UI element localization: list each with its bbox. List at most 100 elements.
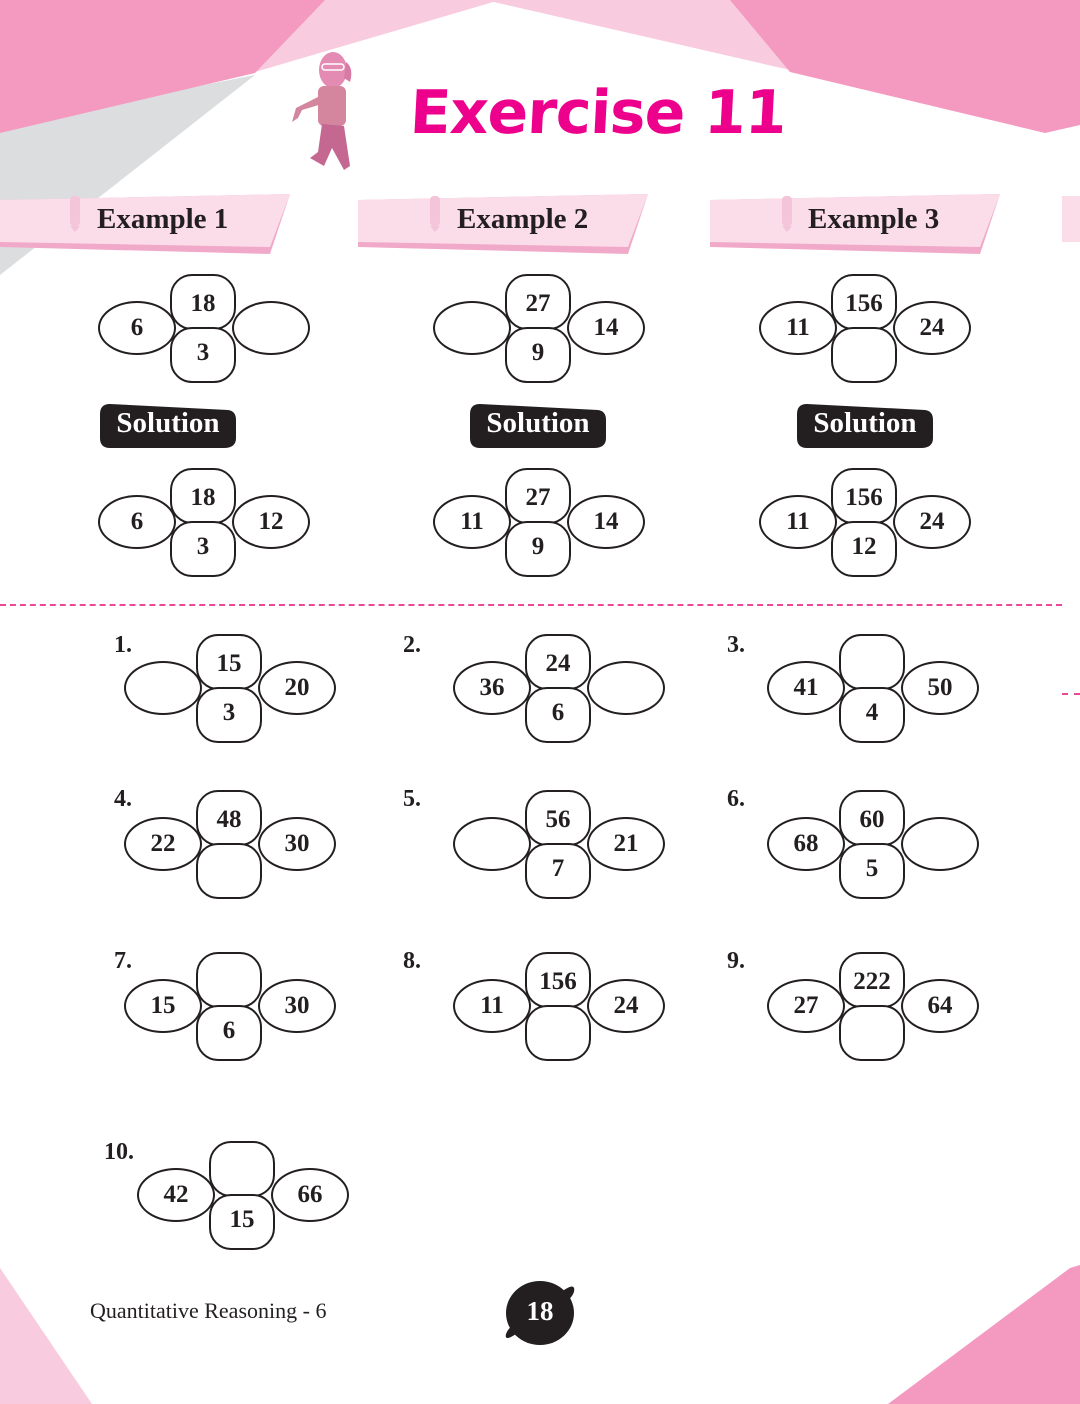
petal-top-input[interactable]	[839, 634, 905, 690]
petal-left: 27	[767, 979, 845, 1033]
petal-top-input[interactable]	[209, 1141, 275, 1197]
right-edge-banner-stub	[1062, 196, 1080, 242]
top-right-light-pink-shape	[485, 0, 790, 70]
petal-left: 22	[124, 817, 202, 871]
example-3-banner: Example 3	[710, 192, 1002, 254]
petal-top: 24	[525, 634, 591, 690]
badge-shape	[100, 404, 236, 448]
pencil-mascot-icon	[70, 196, 80, 232]
question-6-number: 6.	[727, 786, 745, 812]
badge-shape	[470, 404, 606, 448]
question-9-diagram: 27 64 222	[767, 952, 983, 1064]
question-4-diagram: 22 30 48	[124, 790, 340, 902]
petal-top: 56	[525, 790, 591, 846]
petal-bottom-input[interactable]	[196, 843, 262, 899]
petal-left: 6	[98, 301, 176, 355]
petal-right: 50	[901, 661, 979, 715]
question-7-diagram: 15 30 6	[124, 952, 340, 1064]
top-right-deep-pink-shape	[730, 0, 1080, 133]
question-3-number: 3.	[727, 632, 745, 658]
petal-right: 30	[258, 817, 336, 871]
question-6-diagram: 68 60 5	[767, 790, 983, 902]
petal-right	[232, 301, 310, 355]
petal-bottom: 3	[196, 687, 262, 743]
example-2-label: Example 2	[457, 203, 589, 235]
question-10-number: 10.	[104, 1139, 134, 1165]
petal-right: 24	[587, 979, 665, 1033]
petal-bottom: 6	[196, 1005, 262, 1061]
example-3-label: Example 3	[808, 203, 940, 235]
petal-bottom: 3	[170, 521, 236, 577]
petal-left-input[interactable]	[124, 661, 202, 715]
petal-left	[433, 301, 511, 355]
petal-bottom-input[interactable]	[839, 1005, 905, 1061]
example-2-problem-diagram: 14 27 9	[433, 274, 649, 386]
corner-light-pink-shape	[255, 0, 500, 72]
section-divider-stub	[1062, 693, 1080, 695]
petal-right: 20	[258, 661, 336, 715]
petal-bottom: 6	[525, 687, 591, 743]
petal-top: 27	[505, 468, 571, 524]
petal-top: 18	[170, 274, 236, 330]
page-number-badge: 18	[498, 1280, 582, 1346]
petal-right-input[interactable]	[587, 661, 665, 715]
petal-bottom: 7	[525, 843, 591, 899]
bottom-right-pink-triangle	[888, 1265, 1080, 1404]
pencil-mascot-icon	[430, 196, 440, 232]
petal-right: 14	[567, 301, 645, 355]
petal-top: 156	[831, 274, 897, 330]
petal-right: 21	[587, 817, 665, 871]
petal-bottom	[831, 327, 897, 383]
question-2-number: 2.	[403, 632, 421, 658]
petal-left: 11	[453, 979, 531, 1033]
question-2-diagram: 36 24 6	[453, 634, 669, 746]
petal-top: 27	[505, 274, 571, 330]
petal-bottom: 9	[505, 327, 571, 383]
petal-right: 30	[258, 979, 336, 1033]
bottom-left-pink-triangle	[0, 1268, 92, 1404]
petal-bottom: 3	[170, 327, 236, 383]
petal-left: 11	[759, 495, 837, 549]
section-divider	[0, 604, 1062, 606]
example-2-solution-badge: Solution	[468, 402, 608, 448]
question-8-number: 8.	[403, 948, 421, 974]
petal-left: 36	[453, 661, 531, 715]
footer-book-title: Quantitative Reasoning - 6	[90, 1298, 327, 1323]
example-3-solution-diagram: 11 24 156 12	[759, 468, 975, 580]
example-2-solution-diagram: 11 14 27 9	[433, 468, 649, 580]
petal-left: 42	[137, 1168, 215, 1222]
petal-bottom: 5	[839, 843, 905, 899]
petal-right-input[interactable]	[901, 817, 979, 871]
solution-label: Solution	[486, 407, 590, 439]
question-7-number: 7.	[114, 948, 132, 974]
petal-left: 41	[767, 661, 845, 715]
petal-left-input[interactable]	[453, 817, 531, 871]
petal-bottom: 4	[839, 687, 905, 743]
petal-top: 156	[525, 952, 591, 1008]
question-5-number: 5.	[403, 786, 421, 812]
page-number-blob-shape	[505, 1281, 575, 1345]
question-5-diagram: 21 56 7	[453, 790, 669, 902]
petal-right: 24	[893, 495, 971, 549]
petal-bottom: 15	[209, 1194, 275, 1250]
petal-left: 6	[98, 495, 176, 549]
example-1-banner: Example 1	[0, 192, 292, 254]
example-3-problem-diagram: 11 24 156	[759, 274, 975, 386]
petal-right: 24	[893, 301, 971, 355]
example-1-problem-diagram: 6 18 3	[98, 274, 314, 386]
page-number: 18	[526, 1296, 554, 1326]
question-1-number: 1.	[114, 632, 132, 658]
petal-right: 12	[232, 495, 310, 549]
petal-top-input[interactable]	[196, 952, 262, 1008]
question-1-diagram: 20 15 3	[124, 634, 340, 746]
question-3-diagram: 41 50 4	[767, 634, 983, 746]
petal-bottom-input[interactable]	[525, 1005, 591, 1061]
corner-deep-pink-shape	[0, 0, 325, 133]
petal-left: 15	[124, 979, 202, 1033]
question-8-diagram: 11 24 156	[453, 952, 669, 1064]
petal-left: 68	[767, 817, 845, 871]
petal-top: 18	[170, 468, 236, 524]
question-9-number: 9.	[727, 948, 745, 974]
petal-right: 66	[271, 1168, 349, 1222]
question-4-number: 4.	[114, 786, 132, 812]
